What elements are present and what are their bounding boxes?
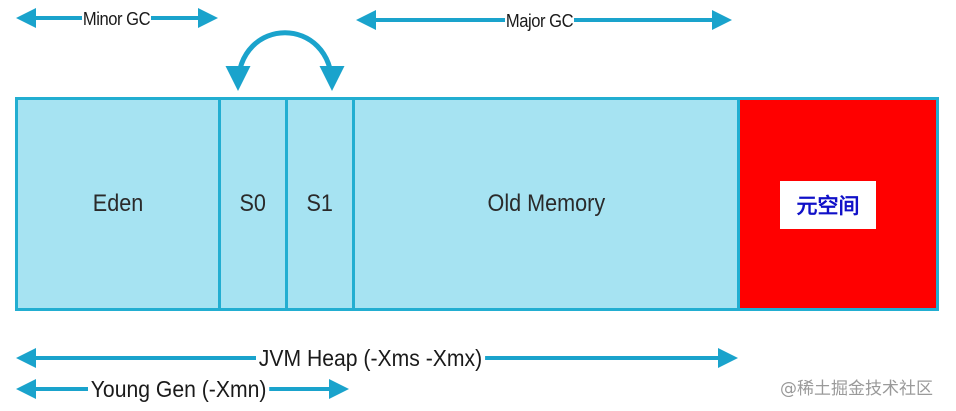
young-gen-label: Young Gen (-Xmn)	[88, 378, 270, 401]
old-memory-label: Old Memory	[487, 190, 605, 217]
eden-label: Eden	[92, 190, 144, 217]
s1-label: S1	[306, 190, 334, 217]
heap-diagram: Eden S0 S1 Old Memory	[15, 97, 939, 311]
s0-label: S0	[239, 190, 267, 217]
eden-region: Eden	[15, 97, 221, 311]
watermark: @稀土掘金技术社区	[780, 379, 933, 399]
minor-gc-label: Minor GC	[82, 9, 152, 29]
metaspace-label: 元空间	[780, 181, 876, 229]
s1-region: S1	[285, 97, 355, 311]
s0-region: S0	[218, 97, 288, 311]
survivor-swap-arrow	[225, 30, 345, 91]
jvm-heap-label: JVM Heap (-Xms -Xmx)	[256, 347, 485, 370]
major-gc-label: Major GC	[505, 11, 575, 31]
old-memory-region: Old Memory	[352, 97, 740, 311]
